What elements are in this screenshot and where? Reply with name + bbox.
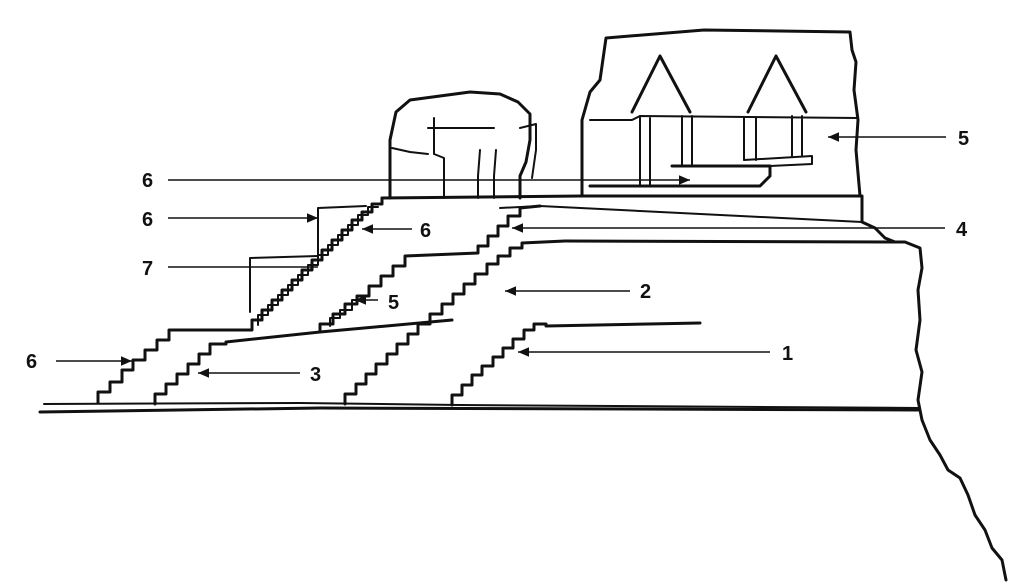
leader-lines (56, 132, 946, 378)
terrace-edge-1 (544, 321, 702, 328)
stairway-1 (450, 322, 548, 407)
stairway-left-inner (257, 206, 379, 326)
label-5-stair: 5 (388, 292, 399, 314)
stairway-4-inner (329, 299, 365, 327)
diagram-labels: 1 2 3 4 5 5 6 6 6 6 7 (26, 128, 969, 386)
stairway-3 (153, 342, 228, 406)
cliff-edge (563, 239, 1008, 582)
label-3: 3 (310, 364, 321, 386)
label-7: 7 (142, 258, 153, 280)
label-5-right: 5 (958, 128, 969, 150)
label-2: 2 (640, 281, 651, 303)
temple-building (580, 28, 862, 198)
label-4: 4 (956, 219, 968, 241)
label-6-top: 6 (142, 170, 153, 192)
retaining-wall (249, 205, 367, 313)
stairway-2 (343, 239, 567, 406)
label-6-bottom: 6 (26, 351, 37, 373)
label-6-mid: 6 (142, 209, 153, 231)
upper-platform (380, 194, 897, 244)
label-6-stair: 6 (420, 220, 431, 242)
label-1: 1 (782, 343, 793, 365)
stone-house (388, 90, 537, 200)
ground-lines (38, 402, 921, 414)
